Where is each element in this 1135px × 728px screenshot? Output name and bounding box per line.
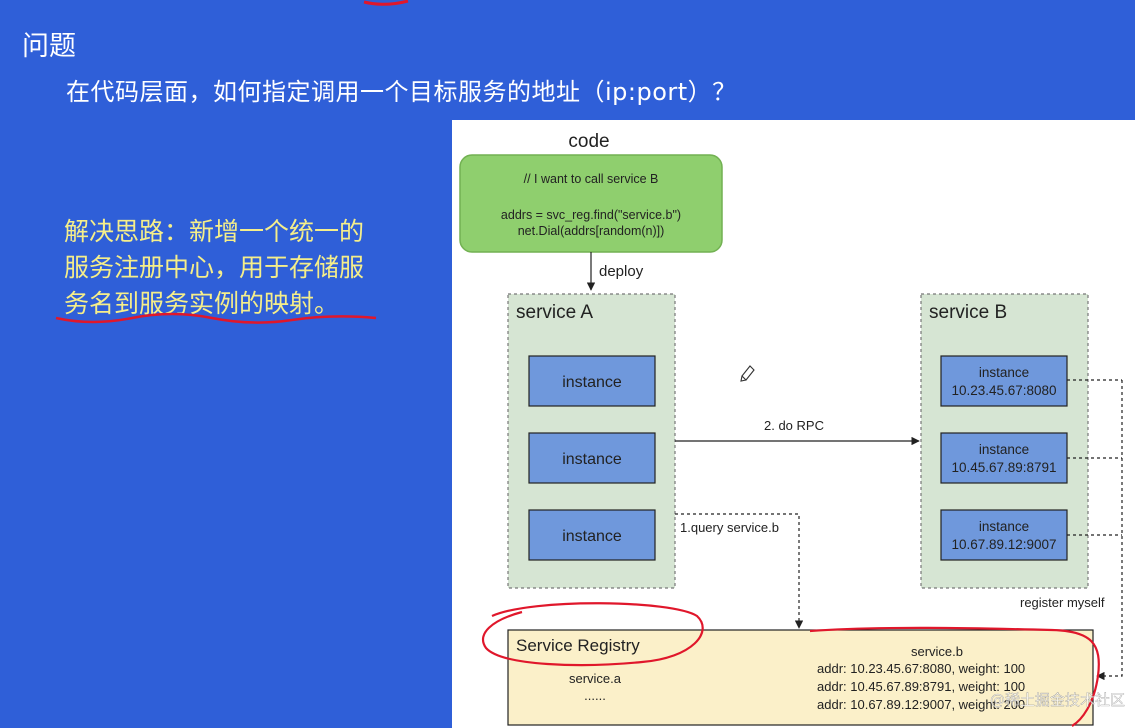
red-stroke-annotation bbox=[809, 626, 1100, 727]
code-label: code bbox=[568, 131, 609, 152]
code-line-dial: net.Dial(addrs[random(n)]) bbox=[518, 224, 665, 238]
solution-line: 服务注册中心，用于存储服 bbox=[64, 253, 365, 282]
service-registry-box bbox=[507, 629, 1094, 726]
instance-label: instance bbox=[979, 365, 1029, 380]
registry-entry: addr: 10.23.45.67:8080, weight: 100 bbox=[817, 661, 1025, 676]
service-b-instance bbox=[940, 509, 1068, 561]
registry-service-b: service.b bbox=[911, 644, 963, 659]
slide-question: 在代码层面，如何指定调用一个目标服务的地址（ip:port）？ bbox=[66, 78, 737, 106]
service-registry-title: Service Registry bbox=[516, 636, 640, 655]
register-label: register myself bbox=[1020, 595, 1105, 610]
instance-label: instance bbox=[562, 451, 622, 468]
red-circle-annotation bbox=[481, 602, 704, 667]
instance-label: instance bbox=[562, 374, 622, 391]
service-a-instance bbox=[528, 355, 656, 407]
red-underline-annotation bbox=[55, 312, 377, 324]
instance-label: instance bbox=[979, 442, 1029, 457]
solution-line: 务名到服务实例的映射。 bbox=[64, 289, 340, 318]
registry-entry: addr: 10.45.67.89:8791, weight: 100 bbox=[817, 679, 1025, 694]
instance-address: 10.23.45.67:8080 bbox=[951, 383, 1056, 398]
service-b-title: service B bbox=[929, 302, 1007, 323]
architecture-diagram: code // I want to call service B addrs =… bbox=[452, 120, 1135, 728]
slide-title: 问题 bbox=[22, 31, 76, 62]
diagram-canvas: code // I want to call service B addrs =… bbox=[459, 131, 1125, 727]
rpc-label: 2. do RPC bbox=[764, 418, 824, 433]
service-a-title: service A bbox=[516, 302, 593, 323]
instance-label: instance bbox=[562, 528, 622, 545]
registry-service-a: service.a bbox=[569, 671, 622, 686]
solution-line: 解决思路：新增一个统一的 bbox=[64, 217, 365, 246]
service-b-instance bbox=[940, 355, 1068, 407]
register-arrow bbox=[1096, 380, 1123, 681]
service-b-instance bbox=[940, 432, 1068, 484]
instance-address: 10.45.67.89:8791 bbox=[951, 460, 1056, 475]
service-a-instance bbox=[528, 432, 656, 484]
service-a-instance bbox=[528, 509, 656, 561]
query-arrow bbox=[675, 513, 804, 629]
code-line-find: addrs = svc_reg.find("service.b") bbox=[501, 208, 681, 222]
query-label: 1.query service.b bbox=[680, 520, 779, 535]
instance-label: instance bbox=[979, 519, 1029, 534]
pencil-cursor-icon bbox=[740, 365, 755, 382]
instance-address: 10.67.89.12:9007 bbox=[951, 537, 1056, 552]
code-comment: // I want to call service B bbox=[524, 172, 659, 186]
registry-ellipsis: ...... bbox=[584, 688, 606, 703]
registry-entry: addr: 10.67.89.12:9007, weight: 200 bbox=[817, 697, 1025, 712]
watermark: @稀土掘金技术社区 bbox=[990, 691, 1125, 709]
red-annotation-mark bbox=[363, 0, 409, 6]
solution-text: 解决思路：新增一个统一的 服务注册中心，用于存储服 务名到服务实例的映射。 bbox=[64, 214, 424, 322]
deploy-label: deploy bbox=[599, 263, 644, 280]
